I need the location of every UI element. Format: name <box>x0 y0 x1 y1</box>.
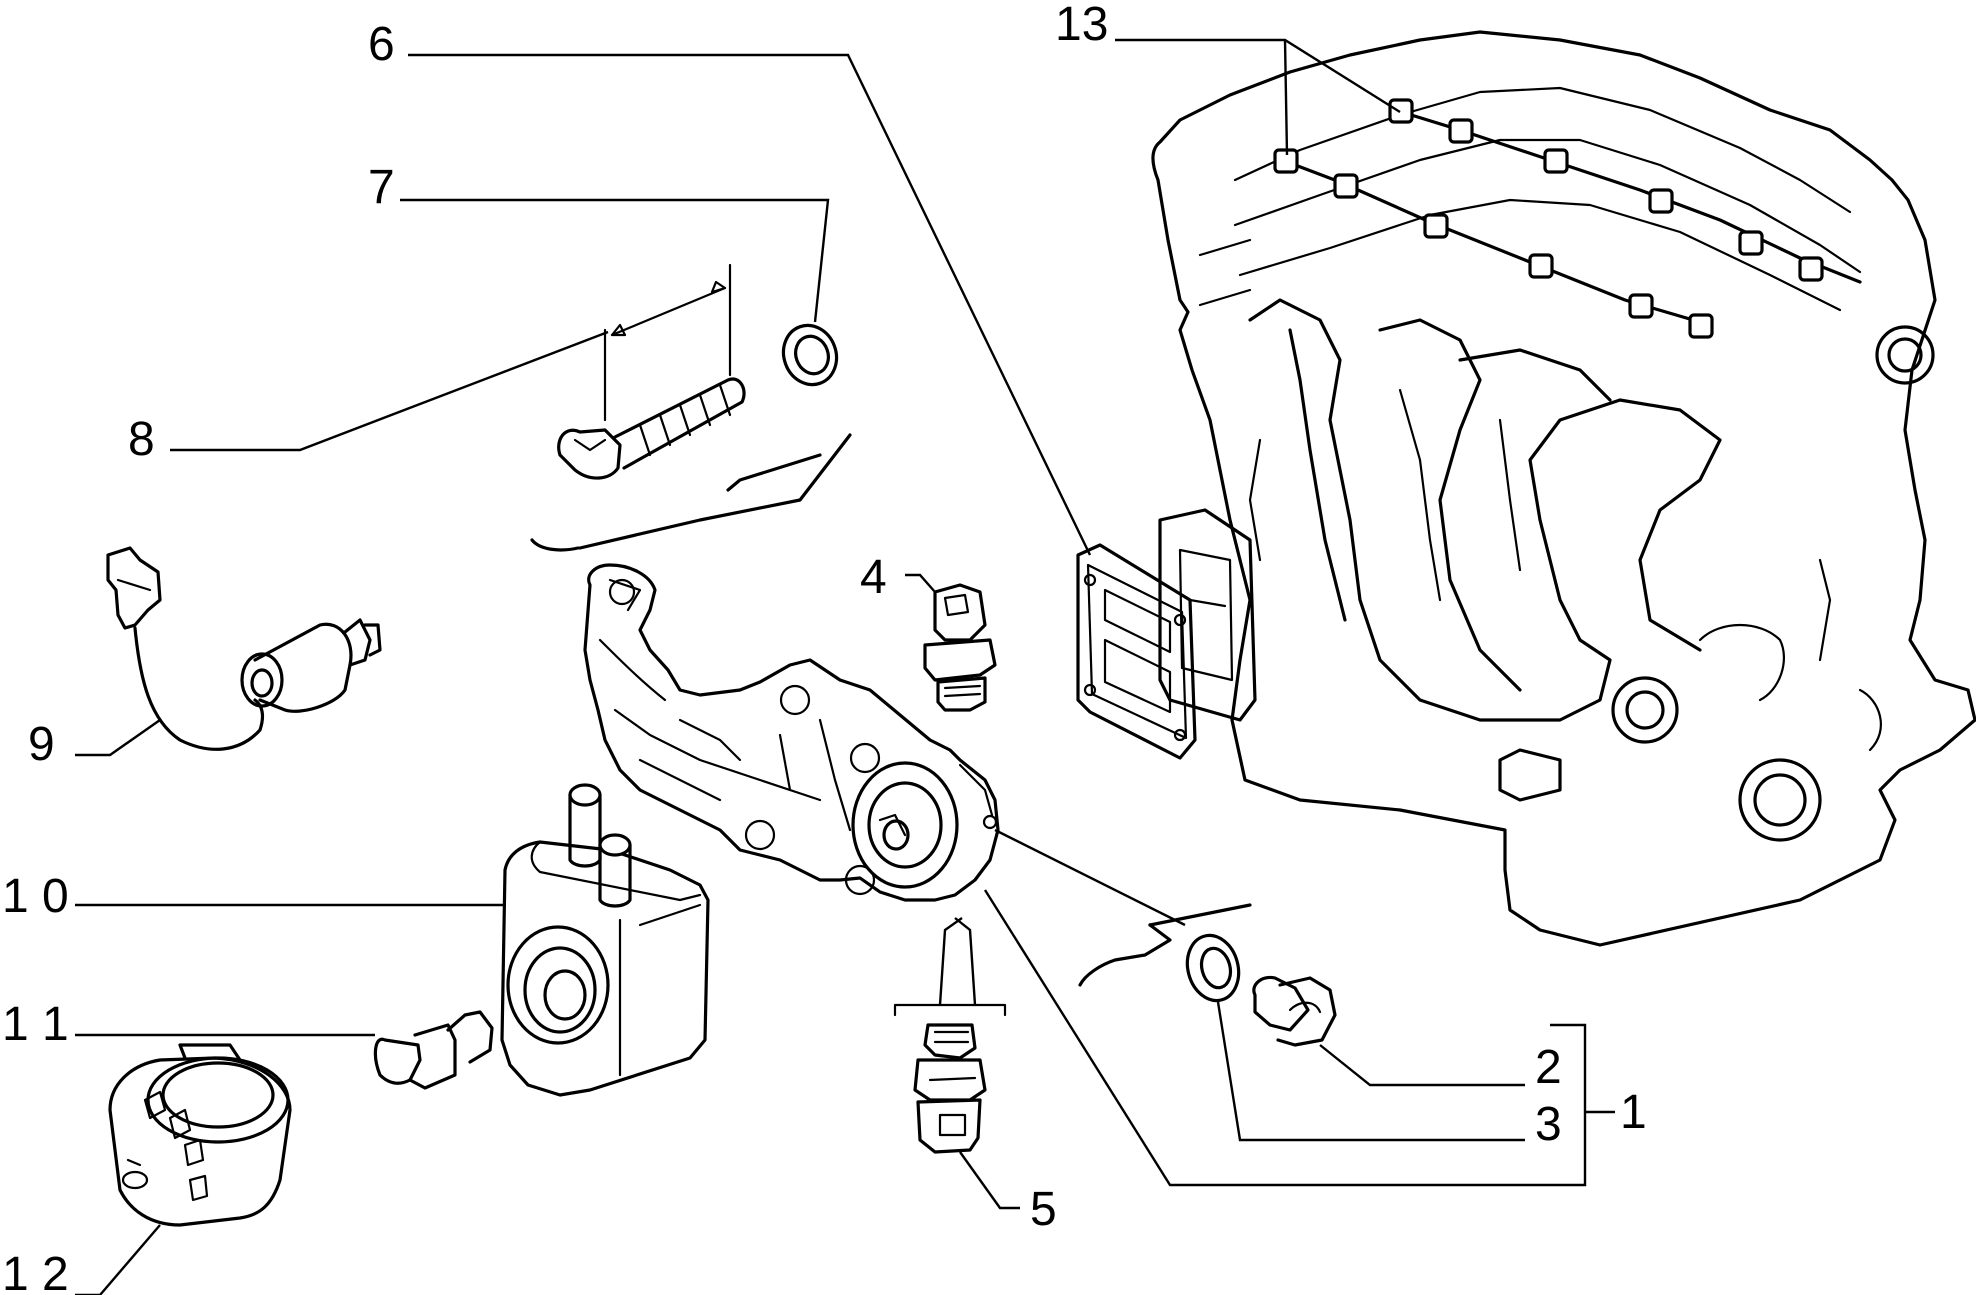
callout-8: 8 <box>128 413 155 466</box>
callout-9: 9 <box>28 718 55 771</box>
washer-drawing <box>781 323 839 387</box>
temp-sender-drawing <box>913 1023 987 1154</box>
outline-curve <box>726 453 822 492</box>
callout-labels: 1 2 3 4 5 6 7 8 9 1 0 1 1 1 2 13 <box>2 0 1647 1295</box>
callout-2: 2 <box>1535 1041 1562 1094</box>
callout-11: 1 1 <box>2 998 69 1051</box>
outline-curve <box>530 538 580 552</box>
callout-6: 6 <box>368 18 395 71</box>
outline-curve <box>1148 903 1252 927</box>
seal-ring-drawing <box>1185 933 1241 1003</box>
outline-curve <box>578 433 852 550</box>
connector-bolt-drawing <box>373 1010 494 1090</box>
callout-5: 5 <box>1030 1183 1057 1236</box>
filter-bracket-drawing <box>583 563 1000 902</box>
oil-switch-drawing <box>923 583 997 712</box>
pressure-sensor-drawing <box>106 546 382 751</box>
oil-cooler-drawing <box>500 783 710 1097</box>
callout-1: 1 <box>1620 1086 1647 1139</box>
oil-filter-drawing <box>108 1043 292 1227</box>
leader-lines <box>75 38 1615 1295</box>
gasket-drawing <box>1076 543 1197 760</box>
callout-7: 7 <box>368 161 395 214</box>
callout-3: 3 <box>1535 1098 1562 1151</box>
callout-12: 1 2 <box>2 1248 69 1295</box>
callout-10: 1 0 <box>2 870 69 923</box>
drain-plug-drawing <box>1252 975 1337 1047</box>
dimension-bracket <box>893 1003 1007 1017</box>
outline-curve <box>1078 923 1172 987</box>
callout-4: 4 <box>860 551 887 604</box>
engine-block-drawing <box>1151 30 1976 947</box>
bolt-drawing <box>557 263 746 480</box>
callout-13: 13 <box>1055 0 1108 51</box>
